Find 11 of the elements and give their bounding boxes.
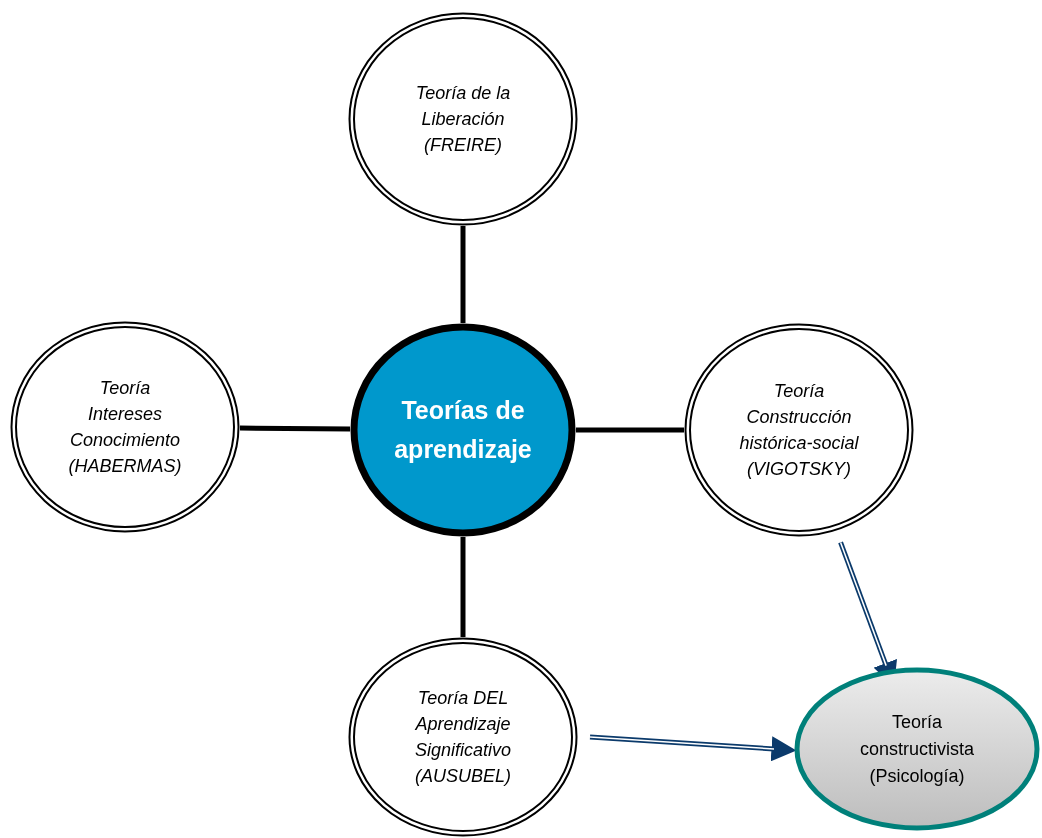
node-text: Teoría Construcción histórica-social (VIGOTSKY) xyxy=(738,379,860,482)
node-text: Teorías de aprendizaje xyxy=(393,395,533,465)
connector-line xyxy=(460,537,466,637)
node-text: Teoría constructivista (Psicología) xyxy=(858,710,975,788)
double-arrow xyxy=(589,734,797,762)
connector-line xyxy=(239,425,351,432)
connector-line xyxy=(460,226,466,323)
node-text: Teoría Intereses Conocimiento (HABERMAS) xyxy=(67,376,183,479)
connector-line xyxy=(576,427,684,433)
node-text: Teoría de la Liberación (FREIRE) xyxy=(414,81,512,158)
node-text: Teoría DEL Aprendizaje Significativo (AUSUBEL) xyxy=(413,686,512,789)
